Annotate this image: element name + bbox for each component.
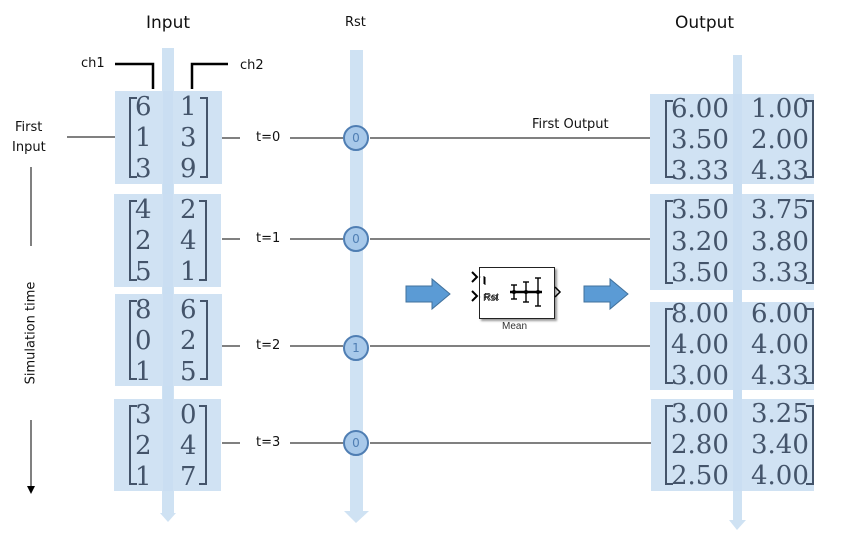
input-cell: 6 xyxy=(180,295,197,325)
output-cell: 2.80 xyxy=(671,430,729,460)
rst-header: Rst xyxy=(345,15,366,30)
output-matrix-t1: 3.50 3.75 3.20 3.80 3.50 3.33 xyxy=(650,194,814,290)
ch1-connector xyxy=(115,62,155,89)
input-cell: 4 xyxy=(180,431,197,461)
input-cell: 3 xyxy=(135,154,152,184)
arrow-into-block xyxy=(405,277,451,311)
output-cell: 4.33 xyxy=(751,156,809,186)
t-label-2: t=2 xyxy=(256,338,281,353)
ch1-label: ch1 xyxy=(81,56,105,71)
first-output-label: First Output xyxy=(532,117,609,132)
input-cell: 1 xyxy=(180,257,197,287)
input-cell: 0 xyxy=(180,400,197,430)
input-header: Input xyxy=(146,13,191,33)
output-cell: 2.00 xyxy=(751,125,809,155)
output-cell: 3.50 xyxy=(671,125,729,155)
output-band-overlay xyxy=(733,94,742,491)
arrow-out-of-block xyxy=(583,277,629,311)
input-cell: 7 xyxy=(180,462,197,492)
block-port-rst-label: Rst xyxy=(483,293,498,304)
input-cell: 2 xyxy=(180,195,197,225)
output-cell: 3.75 xyxy=(751,195,809,225)
input-cell: 2 xyxy=(135,226,152,256)
block-port-rst: Rst xyxy=(484,292,499,303)
output-cell: 3.20 xyxy=(671,227,729,257)
first-input-label-line2: Input xyxy=(12,140,46,155)
output-cell: 3.00 xyxy=(671,361,729,391)
input-cell: 5 xyxy=(180,357,197,387)
simulation-time-label: Simulation time xyxy=(23,281,39,385)
output-cell: 6.00 xyxy=(671,94,729,124)
input-cell: 1 xyxy=(135,123,152,153)
ch2-label: ch2 xyxy=(240,58,264,73)
first-input-label-line1: First xyxy=(15,120,43,135)
output-cell: 6.00 xyxy=(751,299,809,329)
rst-value-2: 1 xyxy=(343,335,369,361)
input-band-arrowhead xyxy=(160,513,176,522)
mean-block[interactable]: Rst xyxy=(479,267,555,319)
output-matrix-t0: 6.00 1.00 3.50 2.00 3.33 4.33 xyxy=(650,94,814,186)
output-cell: 4.00 xyxy=(671,330,729,360)
output-cell: 3.25 xyxy=(751,399,809,429)
input-cell: 8 xyxy=(135,295,152,325)
output-cell: 3.00 xyxy=(671,399,729,429)
rst-flow-band xyxy=(350,50,363,513)
t-label-1: t=1 xyxy=(256,231,281,246)
input-cell: 4 xyxy=(180,226,197,256)
t-label-0: t=0 xyxy=(256,130,281,145)
output-cell: 3.40 xyxy=(751,430,809,460)
input-cell: 5 xyxy=(135,257,152,287)
input-cell: 3 xyxy=(135,400,152,430)
output-cell: 2.50 xyxy=(671,461,729,491)
rst-value-3: 0 xyxy=(343,430,369,456)
output-cell: 3.33 xyxy=(751,258,809,288)
rst-value-1: 0 xyxy=(343,226,369,252)
input-cell: 4 xyxy=(135,195,152,225)
input-band-overlay xyxy=(163,91,173,491)
input-cell: 0 xyxy=(135,326,152,356)
input-cell: 1 xyxy=(135,357,152,387)
input-cell: 2 xyxy=(180,326,197,356)
output-cell: 1.00 xyxy=(751,94,809,124)
output-cell: 3.50 xyxy=(671,258,729,288)
rst-band-arrowhead xyxy=(344,511,369,523)
output-matrix-t3: 3.00 3.25 2.80 3.40 2.50 4.00 xyxy=(651,399,814,491)
sim-time-arrowhead xyxy=(27,486,35,494)
input-cell: 6 xyxy=(135,92,152,122)
input-cell: 9 xyxy=(180,154,197,184)
output-band-arrowhead xyxy=(729,520,746,530)
output-cell: 4.00 xyxy=(751,461,809,491)
output-cell: 3.50 xyxy=(671,195,729,225)
output-cell: 8.00 xyxy=(671,299,729,329)
ch2-connector xyxy=(190,62,228,89)
t-label-3: t=3 xyxy=(256,435,281,450)
rst-value-0: 0 xyxy=(343,125,369,151)
output-cell: 3.33 xyxy=(671,156,729,186)
input-cell: 1 xyxy=(135,462,152,492)
block-name: Mean xyxy=(502,321,528,332)
input-cell: 2 xyxy=(135,431,152,461)
mean-block-icon xyxy=(480,276,542,307)
input-cell: 1 xyxy=(180,92,197,122)
output-cell: 4.00 xyxy=(751,330,809,360)
output-cell: 3.80 xyxy=(751,227,809,257)
output-matrix-t2: 8.00 6.00 4.00 4.00 3.00 4.33 xyxy=(650,299,814,391)
input-cell: 3 xyxy=(180,123,197,153)
output-cell: 4.33 xyxy=(751,361,809,391)
output-header: Output xyxy=(675,13,735,33)
